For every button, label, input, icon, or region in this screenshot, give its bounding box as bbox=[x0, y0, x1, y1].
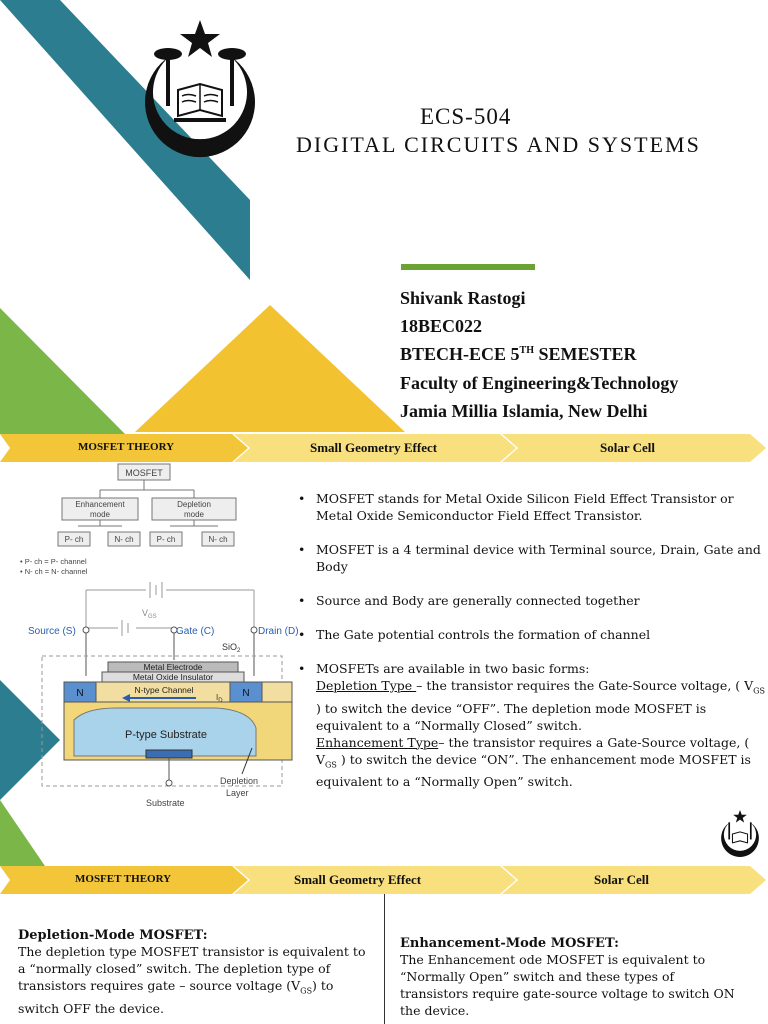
tree-leaf-4: N- ch bbox=[208, 535, 227, 544]
tree-enh-1: Enhancement bbox=[75, 500, 125, 509]
yellow-triangle bbox=[135, 305, 405, 432]
tree-legend-2: • N- ch = N- channel bbox=[20, 567, 88, 576]
svg-text:Layer: Layer bbox=[226, 788, 249, 798]
tree-dep-2: mode bbox=[184, 510, 205, 519]
enhancement-section: Enhancement-Mode MOSFET: The Enhancement… bbox=[400, 936, 740, 1019]
bullet-1: MOSFET stands for Metal Oxide Silicon Fi… bbox=[296, 490, 766, 524]
tab-solar-cell-2[interactable]: Solar Cell bbox=[594, 872, 650, 887]
section-divider bbox=[384, 894, 385, 1024]
enhancement-text: The Enhancement ode MOSFET is equivalent… bbox=[400, 952, 735, 1018]
tree-leaf-3: P- ch bbox=[157, 535, 176, 544]
svg-text:N: N bbox=[76, 688, 83, 699]
university: Jamia Millia Islamia, New Delhi bbox=[400, 401, 648, 421]
mosfet-cross-section: VGS Source (S) Gate (C) Drain (D) SiO2 M… bbox=[28, 582, 299, 808]
green-rule bbox=[401, 264, 535, 270]
ribbon-nav-2: MOSFET THEORY Small Geometry Effect Sola… bbox=[0, 866, 768, 894]
drain-label: Drain (D) bbox=[258, 626, 299, 637]
svg-text:Metal Electrode: Metal Electrode bbox=[143, 662, 202, 672]
svg-text:Substrate: Substrate bbox=[146, 798, 185, 808]
teal-stripe bbox=[0, 0, 250, 280]
author-name: Shivank Rastogi bbox=[400, 288, 526, 308]
depletion-type-label: Depletion Type bbox=[316, 678, 417, 693]
roll-number: 18BEC022 bbox=[400, 316, 483, 336]
svg-text:P-type Substrate: P-type Substrate bbox=[125, 729, 207, 741]
ribbon-nav: MOSFET THEORY Small Geometry Effect Sola… bbox=[0, 434, 768, 462]
small-university-emblem-icon bbox=[721, 809, 759, 857]
bullet-3: Source and Body are generally connected … bbox=[296, 592, 766, 609]
bullet-2: MOSFET is a 4 terminal device with Termi… bbox=[296, 541, 766, 575]
tree-leaf-2: N- ch bbox=[114, 535, 133, 544]
mosfet-bullet-list: MOSFET stands for Metal Oxide Silicon Fi… bbox=[296, 490, 766, 790]
enhancement-title: Enhancement-Mode MOSFET: bbox=[400, 936, 619, 951]
tab-mosfet-theory-2[interactable]: MOSFET THEORY bbox=[75, 873, 172, 885]
green-triangle-small bbox=[0, 800, 45, 866]
svg-text:Metal Oxide Insulator: Metal Oxide Insulator bbox=[133, 672, 213, 682]
enhancement-type-label: Enhancement Type bbox=[316, 734, 439, 750]
svg-text:ID: ID bbox=[216, 693, 223, 704]
depletion-section: Depletion-Mode MOSFET: The depletion typ… bbox=[18, 928, 372, 1017]
mosfet-classification-tree: MOSFET Enhancement mode Depletion mode P… bbox=[20, 463, 237, 576]
course-code: ECS-504 bbox=[420, 104, 512, 129]
depletion-text: The depletion type MOSFET transistor is … bbox=[18, 944, 366, 1016]
bullet-5: MOSFETs are available in two basic forms… bbox=[296, 660, 766, 790]
tree-enh-2: mode bbox=[90, 510, 111, 519]
tree-dep-1: Depletion bbox=[177, 500, 211, 509]
tab-small-geometry-2[interactable]: Small Geometry Effect bbox=[294, 872, 422, 887]
university-emblem-icon bbox=[145, 20, 255, 158]
tree-root: MOSFET bbox=[125, 468, 163, 478]
svg-text:SiO2: SiO2 bbox=[222, 642, 241, 654]
svg-text:N: N bbox=[242, 688, 249, 699]
program: BTECH-ECE 5TH SEMESTER bbox=[400, 344, 637, 364]
tree-leaf-1: P- ch bbox=[65, 535, 84, 544]
course-title: DIGITAL CIRCUITS AND SYSTEMS bbox=[296, 132, 701, 157]
tree-legend-1: • P- ch = P- channel bbox=[20, 557, 87, 566]
svg-text:N-type Channel: N-type Channel bbox=[134, 685, 193, 695]
source-label: Source (S) bbox=[28, 626, 76, 637]
svg-text:Depletion: Depletion bbox=[220, 776, 258, 786]
tab-solar-cell[interactable]: Solar Cell bbox=[600, 440, 656, 455]
svg-text:VGS: VGS bbox=[142, 608, 157, 620]
tab-mosfet-theory[interactable]: MOSFET THEORY bbox=[78, 441, 175, 453]
faculty: Faculty of Engineering&Technology bbox=[400, 373, 679, 393]
depletion-title: Depletion-Mode MOSFET: bbox=[18, 928, 208, 943]
teal-triangle bbox=[0, 680, 60, 800]
green-triangle bbox=[0, 308, 125, 434]
tab-small-geometry[interactable]: Small Geometry Effect bbox=[310, 440, 438, 455]
gate-label: Gate (C) bbox=[176, 626, 214, 637]
bullet-4: The Gate potential controls the formatio… bbox=[296, 626, 766, 643]
